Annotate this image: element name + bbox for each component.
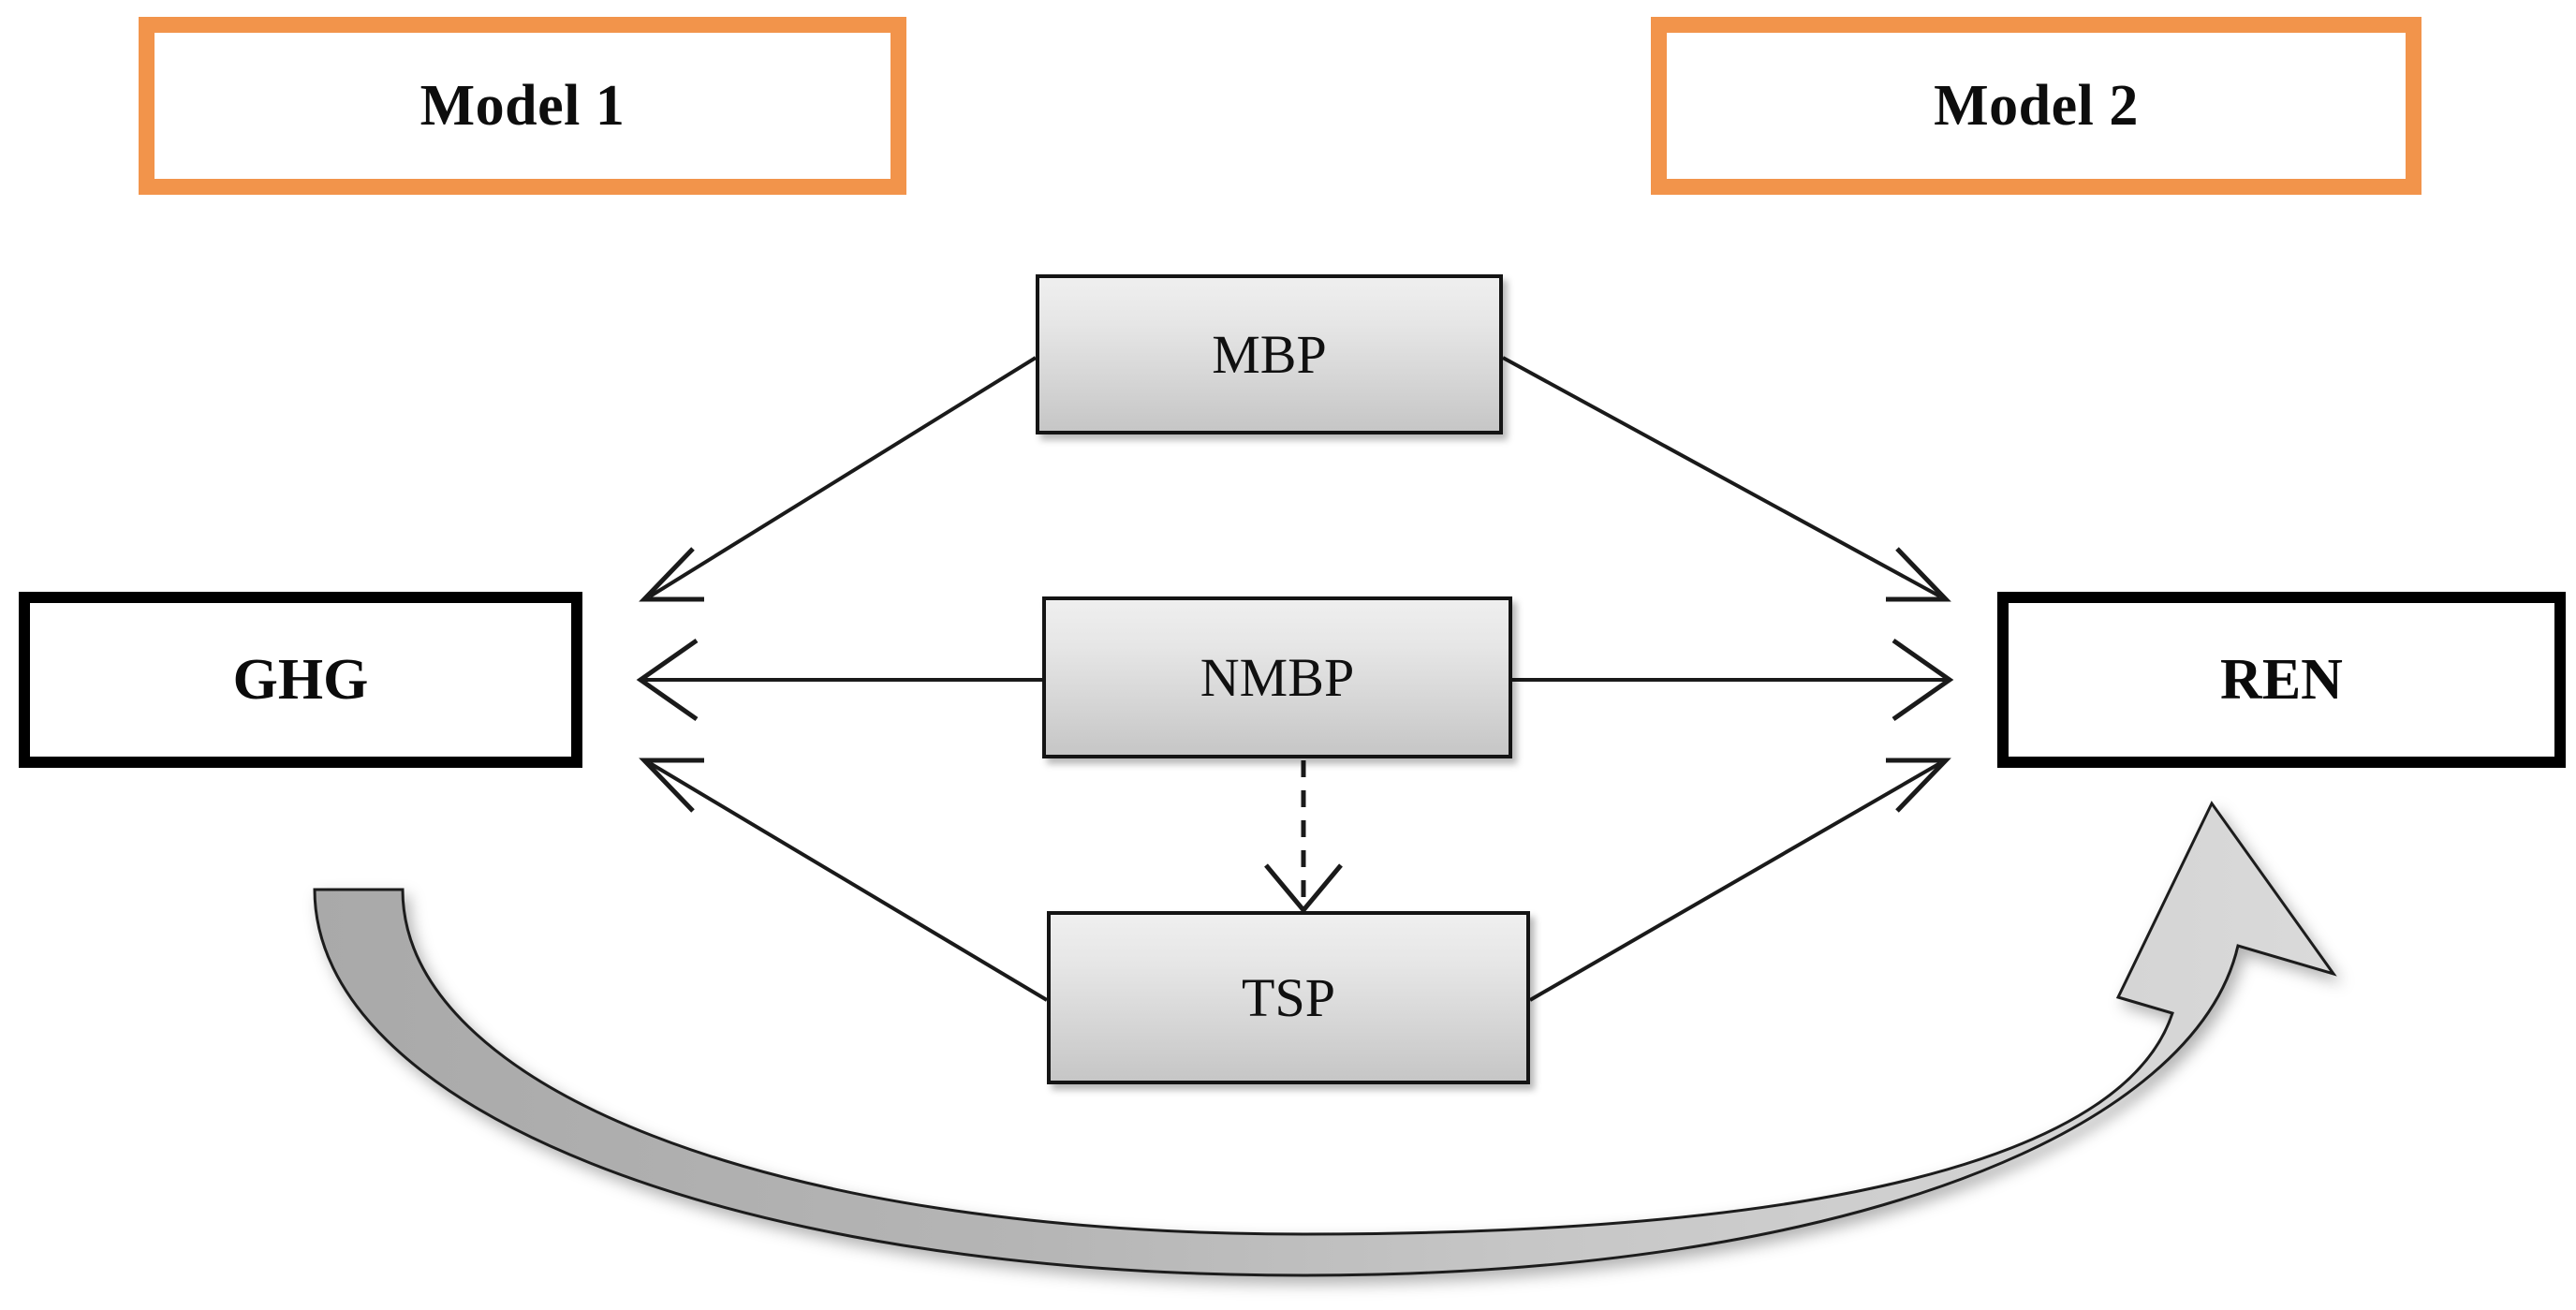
model-2-label: Model 2	[1934, 74, 2139, 138]
node-ren-label: REN	[2220, 648, 2343, 712]
model-2-label-box: Model 2	[1651, 17, 2421, 195]
node-nmbp-label: NMBP	[1200, 646, 1355, 708]
edge-nmbp-to-ren	[1512, 638, 1954, 722]
edge-nmbp-to-tsp-dashed	[1264, 760, 1343, 914]
edge-nmbp-to-ghg	[636, 638, 1042, 722]
node-ghg-label: GHG	[232, 648, 369, 712]
node-nmbp: NMBP	[1042, 596, 1512, 758]
edge-mbp-to-ren	[1502, 356, 1951, 602]
edge-tsp-to-ren	[1528, 758, 1951, 1002]
node-mbp: MBP	[1036, 274, 1503, 434]
edge-tsp-to-ghg	[639, 758, 1049, 1002]
node-tsp-label: TSP	[1242, 966, 1335, 1028]
model-1-label: Model 1	[420, 74, 626, 138]
node-mbp-label: MBP	[1212, 323, 1327, 385]
node-ren: REN	[1997, 592, 2566, 768]
edge-mbp-to-ghg	[639, 356, 1038, 602]
model-1-label-box: Model 1	[139, 17, 906, 195]
node-tsp: TSP	[1047, 911, 1530, 1084]
node-ghg: GHG	[19, 592, 582, 768]
